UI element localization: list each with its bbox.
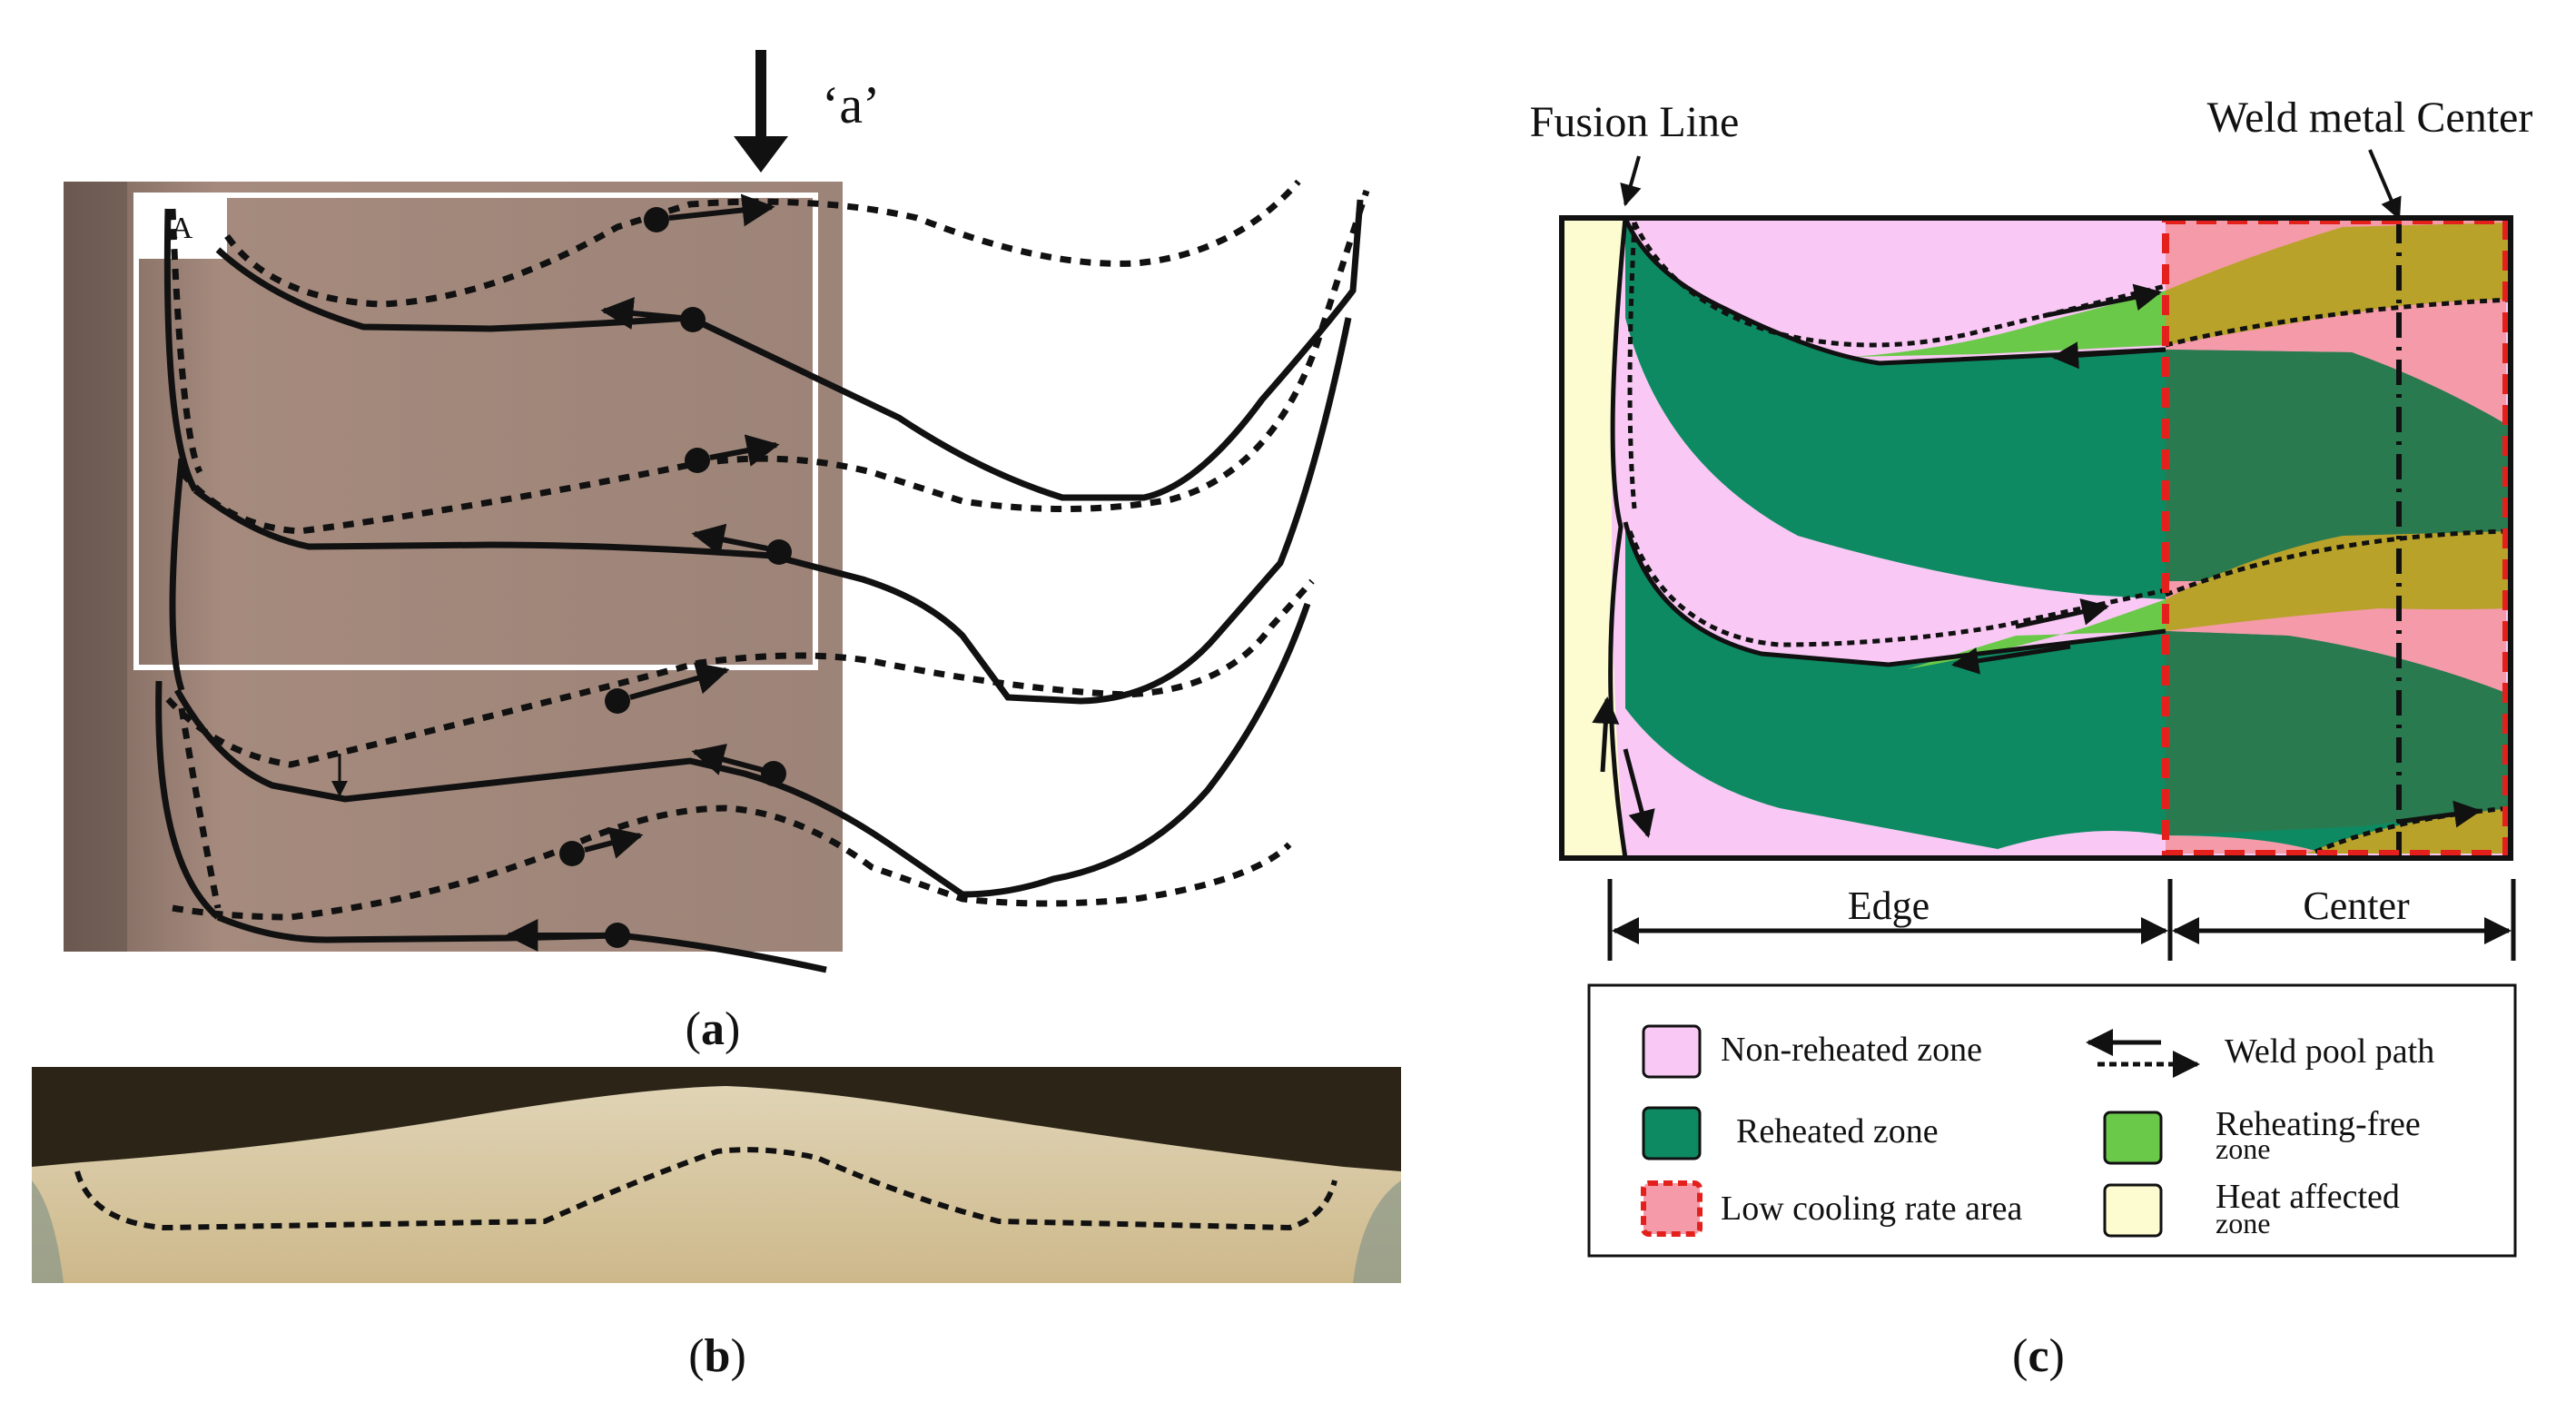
top-arrow-head [734,136,788,173]
weld-center-pointer [2368,149,2402,221]
reheated-zone-upper-center [2166,350,2511,581]
panel-b-caption-open: ( [688,1330,704,1382]
olive-zone-middle [2166,531,2511,631]
weld-layer-dotted-lines [165,179,1370,921]
macrograph-fusion-dotted [74,1147,1337,1231]
panel-c-caption-close: ) [2049,1330,2065,1382]
fusion-line-label: Fusion Line [1530,98,1740,146]
legend-reheating-free-1: Reheating-free [2216,1105,2421,1143]
legend-weld-pool-path: Weld pool path [2225,1032,2434,1071]
legend-non-reheated: Non-reheated zone [1721,1031,1982,1069]
legend-haz-1: Heat affected [2216,1178,2400,1216]
inset-box-a [133,193,818,670]
macrograph-bead [32,1086,1401,1283]
panel-c-caption-open: ( [2012,1330,2028,1382]
panel-b: (b) [32,1067,1401,1382]
panel-a: A ‘a’ [64,50,1370,1055]
diagram-boundary-lines [1608,217,2166,859]
macrograph-haz-left [32,1180,64,1283]
reheating-free-upper [1852,291,2166,357]
reheated-zone-upper [1625,218,2511,599]
dimension-lines [1607,879,2516,961]
olive-zone-top [2166,222,2511,345]
top-arrow-label: ‘a’ [822,75,880,134]
panel-b-caption: (b) [688,1330,746,1382]
legend-swatch-low-cooling [1641,1180,1703,1237]
legend-low-cooling: Low cooling rate area [1721,1190,2022,1228]
legend: Non-reheated zone Reheated zone Low cool… [1587,983,2517,1258]
panel-c: Fusion Line Weld metal Center [1530,94,2533,1382]
panel-a-caption: (a) [686,1003,741,1055]
panel-c-caption-letter: c [2028,1330,2048,1382]
panel-c-caption: (c) [2012,1330,2065,1382]
legend-frame [1587,983,2517,1258]
center-label: Center [2303,884,2410,928]
diagram-path-arrows [1592,283,2482,838]
macrograph-haz-right [1353,1180,1401,1283]
legend-swatch-haz [2103,1183,2163,1238]
micrograph-a [64,182,843,952]
weld-center-label: Weld metal Center [2207,94,2533,142]
panel-a-caption-letter: a [701,1003,725,1055]
micrograph-base-metal-strip [64,182,127,952]
inset-box-label-bg [136,195,227,259]
fusion-line-pointer [1620,155,1642,207]
panel-b-caption-close: ) [730,1330,745,1382]
edge-label: Edge [1848,884,1930,928]
diagram-dotted-lines [1627,221,2512,854]
panel-a-caption-open: ( [686,1003,701,1055]
legend-reheated: Reheated zone [1736,1112,1939,1150]
weld-pool-markers [331,193,792,952]
weld-layer-lines [155,199,1364,973]
legend-swatch-reheating-free [2103,1111,2163,1165]
legend-reheating-free-2: zone [2216,1132,2270,1165]
legend-swatch-non-reheated [1642,1024,1702,1079]
diagram-frame [1559,215,2513,861]
legend-swatch-reheated [1642,1106,1702,1160]
reheated-zone-lower-center [2166,631,2511,835]
legend-haz-2: zone [2216,1207,2270,1239]
panel-b-caption-letter: b [705,1330,731,1382]
panel-a-caption-close: ) [725,1003,740,1055]
